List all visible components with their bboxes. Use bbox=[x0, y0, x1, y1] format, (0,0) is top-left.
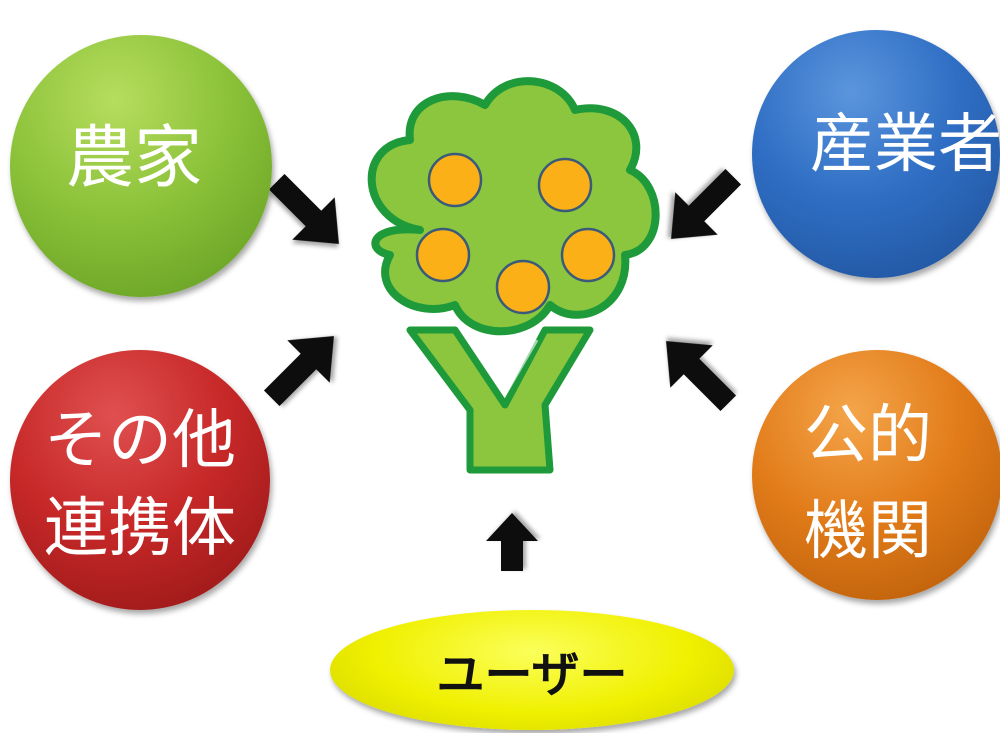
arrow-user-to-tree bbox=[486, 513, 538, 571]
arrow-public-to-tree bbox=[666, 341, 737, 412]
fruit bbox=[537, 157, 593, 213]
public-agency-label-line1: 公的 bbox=[804, 398, 932, 473]
tree-fruits bbox=[415, 152, 616, 315]
fruit bbox=[415, 227, 471, 283]
farmer-label: 農家 bbox=[65, 118, 202, 198]
arrow-industry-to-tree bbox=[671, 168, 742, 239]
industry-label: 産業者 bbox=[810, 108, 1000, 182]
user-label: ユーザー bbox=[436, 647, 628, 703]
other-partners-label-line1: その他 bbox=[44, 403, 236, 478]
user-node: ユーザー bbox=[330, 610, 734, 730]
other-partners-label-line2: 連携体 bbox=[44, 492, 236, 566]
arrow-farmer-to-tree bbox=[268, 173, 339, 244]
public-agency-label: 公的 機関 bbox=[804, 379, 932, 571]
fruit bbox=[495, 259, 551, 315]
industry-node: 産業者 bbox=[752, 30, 1000, 278]
public-agency-label-line2: 機関 bbox=[804, 495, 932, 569]
public-agency-node: 公的 機関 bbox=[752, 350, 1000, 600]
fruit bbox=[560, 227, 616, 283]
other-partners-node: その他 連携体 bbox=[10, 350, 270, 610]
tree-trunk bbox=[406, 326, 594, 474]
other-partners-label: その他 連携体 bbox=[44, 392, 236, 568]
fruit bbox=[427, 152, 483, 208]
farmer-node: 農家 bbox=[10, 35, 272, 297]
arrow-others-to-tree bbox=[263, 336, 334, 407]
